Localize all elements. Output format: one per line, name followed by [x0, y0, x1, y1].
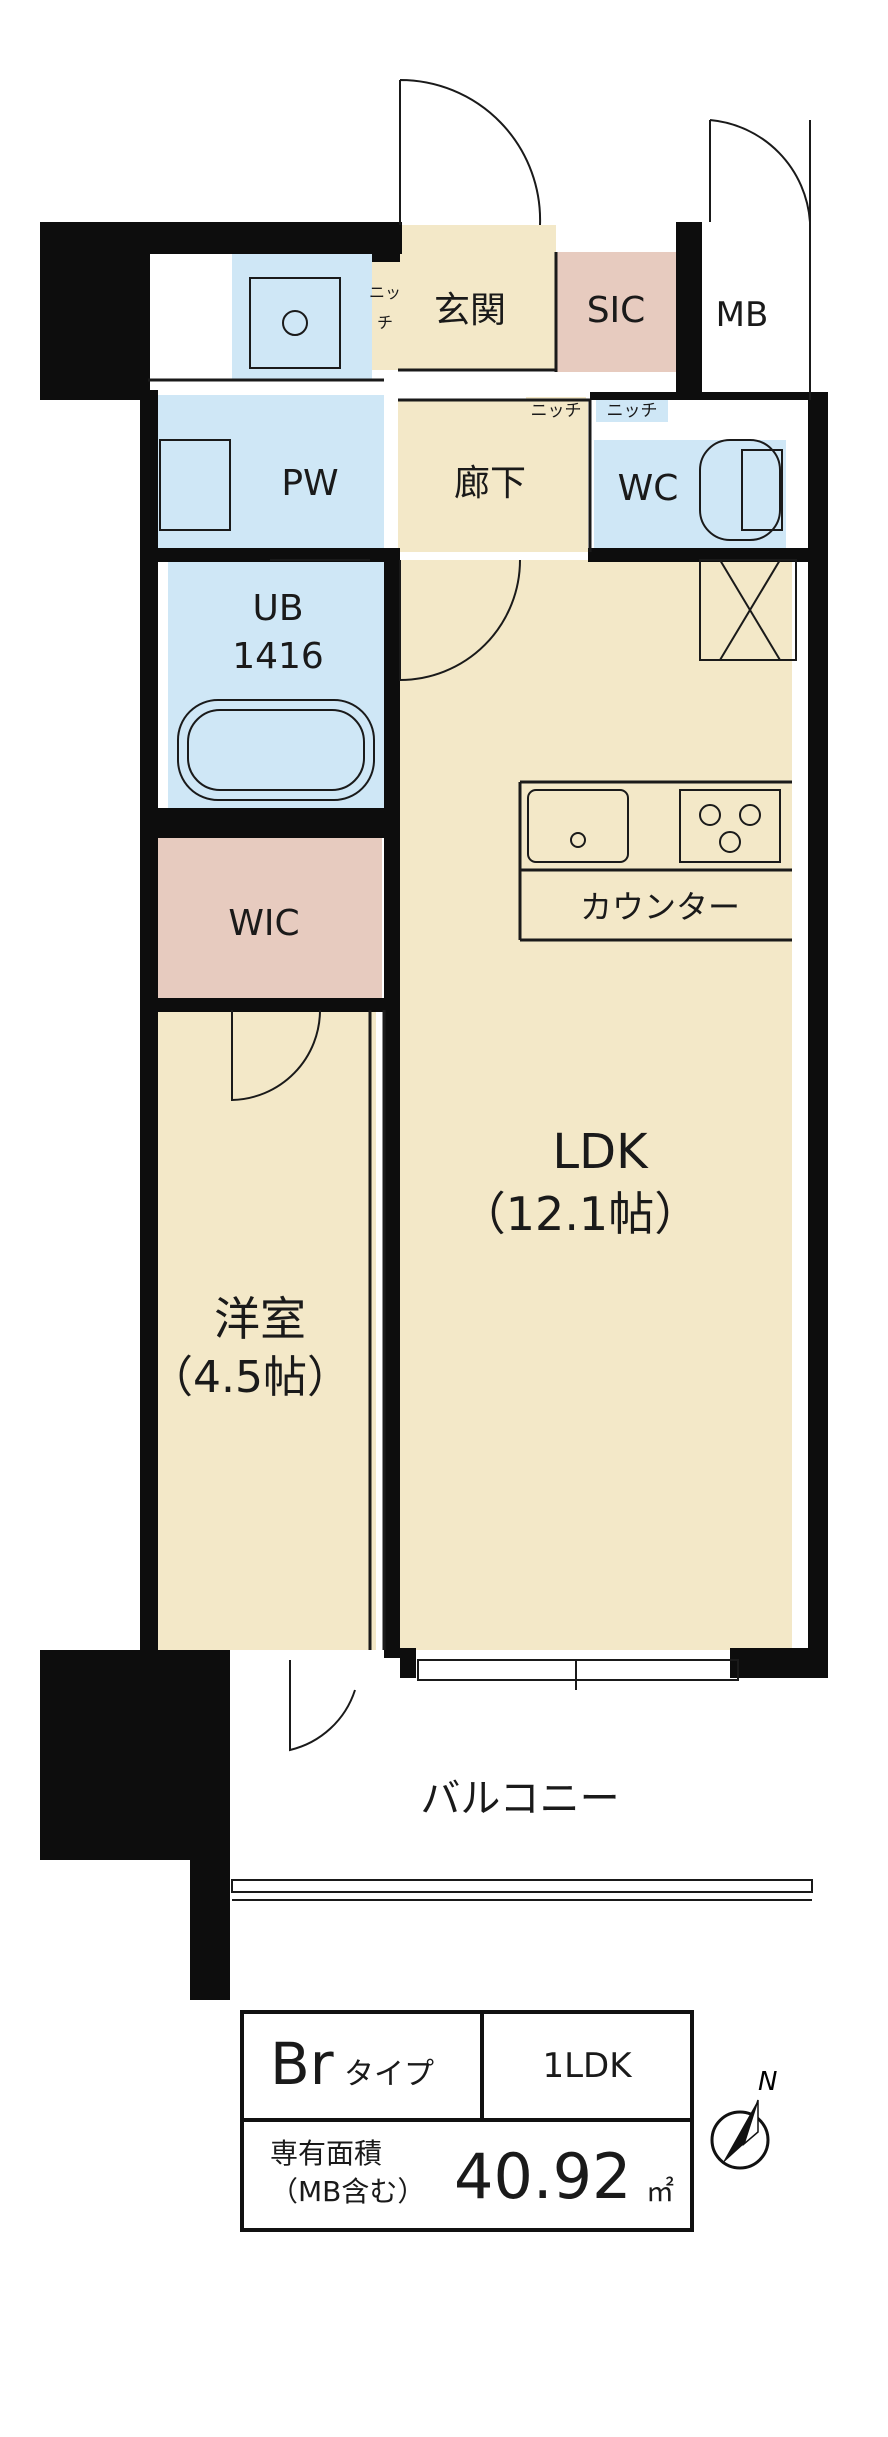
- wall-left-outer: [140, 390, 158, 1660]
- area-unit: ㎡: [646, 2175, 675, 2208]
- ldk-fill: [400, 560, 792, 1650]
- balcony-label: バルコニー: [420, 1776, 619, 1822]
- unit-info-box: Br タイプ 1LDK 専有面積 （MB含む） 40.92 ㎡: [240, 2010, 694, 2232]
- washbasin-icon: [159, 439, 231, 531]
- ub-label-2: 1416: [232, 636, 324, 677]
- area-label: 専有面積: [270, 2137, 383, 2170]
- sliding-doors: [231, 1659, 813, 1901]
- sink-icon: [527, 789, 629, 863]
- area-sublabel: （MB含む）: [270, 2175, 426, 2208]
- unit-type-name: Br: [270, 2030, 334, 2098]
- toilet-icon: [699, 439, 781, 541]
- mb-label: MB: [716, 295, 769, 335]
- unit-type-cell: Br タイプ: [244, 2014, 484, 2118]
- counter-label: カウンター: [580, 888, 740, 926]
- doors: [231, 79, 811, 1752]
- wc-label: WC: [618, 468, 679, 509]
- bath-fixtures: [159, 277, 783, 801]
- nicchi-vertical-fill: [372, 252, 398, 370]
- wall-mb-left: [676, 222, 702, 398]
- wall-top-pw: [148, 222, 402, 254]
- ldk-label-2: （12.1帖）: [460, 1187, 700, 1241]
- nicchi-vertical-label-1: ニッ: [369, 283, 401, 302]
- nicchi-vertical-label-2: チ: [377, 313, 393, 332]
- partitions: [148, 252, 792, 1650]
- wall-right-outer: [808, 392, 828, 1660]
- genkan-fill: [398, 225, 556, 370]
- compass-needle-light-icon: [742, 2099, 759, 2147]
- wall-center: [384, 548, 400, 1658]
- wall-pw-bottom: [148, 548, 398, 562]
- pw-room-fill: [148, 395, 384, 550]
- wall-bottom-post: [400, 1648, 416, 1678]
- wc-room-fill: [594, 440, 786, 552]
- bathtub-icon: [177, 699, 375, 801]
- toilet-closet-fill: [232, 252, 372, 380]
- ub-room-fill: [168, 560, 386, 810]
- sink-drain-icon: [570, 832, 586, 848]
- area-value: 40.92: [454, 2140, 632, 2213]
- nicchi-small-2-fill: [596, 397, 668, 422]
- wall-bottom-right: [730, 1648, 828, 1678]
- western-label-2: （4.5帖）: [149, 1352, 351, 1403]
- burner-3-icon: [719, 831, 741, 853]
- wall-wic-bottom: [148, 998, 398, 1012]
- pw-label: PW: [281, 463, 338, 504]
- sic-fill: [556, 252, 676, 372]
- unit-type-suffix: タイプ: [344, 2057, 434, 2092]
- wic-label: WIC: [228, 903, 299, 944]
- wic-fill: [150, 838, 382, 1000]
- compass-north-label: N: [758, 2067, 777, 2097]
- burner-1-icon: [699, 804, 721, 826]
- unit-info-top-row: Br タイプ 1LDK: [244, 2014, 690, 2122]
- stove-icon: [679, 789, 781, 863]
- ub-label-1: UB: [252, 588, 303, 629]
- floor-plan: 玄関 SIC MB ニッ チ ニッチ ニッチ PW 廊下 WC UB 1416 …: [40, 79, 828, 2000]
- wall-wc-bottom: [588, 548, 808, 562]
- genkan-label: 玄関: [434, 290, 506, 331]
- wall-top-nicchi: [372, 222, 400, 262]
- nicchi-small-label-2: ニッチ: [607, 401, 658, 421]
- compass-ring: [710, 2110, 770, 2170]
- layout-type: 1LDK: [542, 2046, 632, 2086]
- hallway-fill: [398, 400, 588, 552]
- sic-label: SIC: [587, 290, 646, 331]
- walls: [40, 222, 828, 2000]
- wall-wc-top: [590, 392, 828, 400]
- western-fill: [150, 1010, 376, 1650]
- western-label-1: 洋室: [214, 1292, 306, 1346]
- ldk-label-1: LDK: [552, 1124, 649, 1180]
- compass-needle-icon: [722, 2100, 758, 2164]
- wall-balcony-left: [190, 1700, 230, 2000]
- kitchen: [527, 789, 781, 863]
- washer-icon: [249, 277, 341, 369]
- wall-top-left-block: [40, 222, 150, 400]
- hallway-label: 廊下: [454, 463, 526, 504]
- wall-ub-bottom: [148, 808, 398, 838]
- burner-2-icon: [739, 804, 761, 826]
- nicchi-small-label-1: ニッチ: [531, 401, 582, 421]
- compass-icon: N: [710, 2067, 777, 2170]
